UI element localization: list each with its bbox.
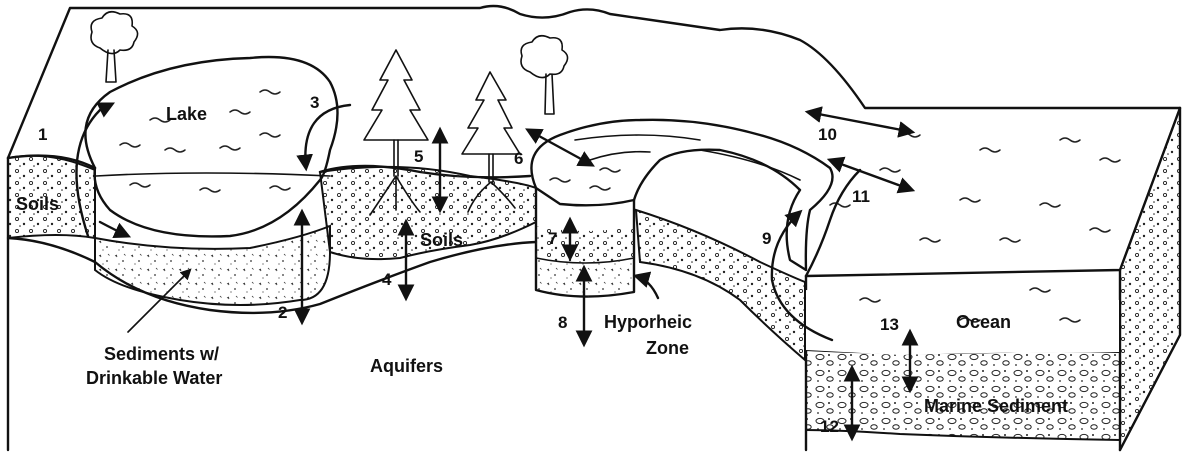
hyporheic-label-line1: Hyporheic [604, 312, 692, 332]
lake-label: Lake [166, 104, 207, 124]
lake [85, 57, 337, 236]
number-3: 3 [310, 93, 319, 112]
soils-label-middle: Soils [420, 230, 463, 250]
number-9: 9 [762, 229, 771, 248]
number-2: 2 [278, 303, 287, 322]
deciduous-tree-icon [91, 12, 138, 82]
marine-sediment-label: Marine Sediment [924, 396, 1068, 416]
number-8: 8 [558, 313, 567, 332]
hyporheic-label-line2: Zone [646, 338, 689, 358]
aquifers-label: Aquifers [370, 356, 443, 376]
ocean-label: Ocean [956, 312, 1011, 332]
number-7: 7 [548, 229, 557, 248]
number-1: 1 [38, 125, 47, 144]
number-4: 4 [382, 270, 392, 289]
soils-label-left: Soils [16, 194, 59, 214]
deciduous-tree-icon [521, 36, 568, 114]
number-10: 10 [818, 125, 837, 144]
number-11: 11 [852, 187, 870, 206]
number-13: 13 [880, 315, 899, 334]
number-5: 5 [414, 147, 423, 166]
number-12: 12 [820, 417, 839, 436]
sediments-label-line2: Drinkable Water [86, 368, 222, 388]
sediments-label-line1: Sediments w/ [104, 344, 219, 364]
number-6: 6 [514, 149, 523, 168]
